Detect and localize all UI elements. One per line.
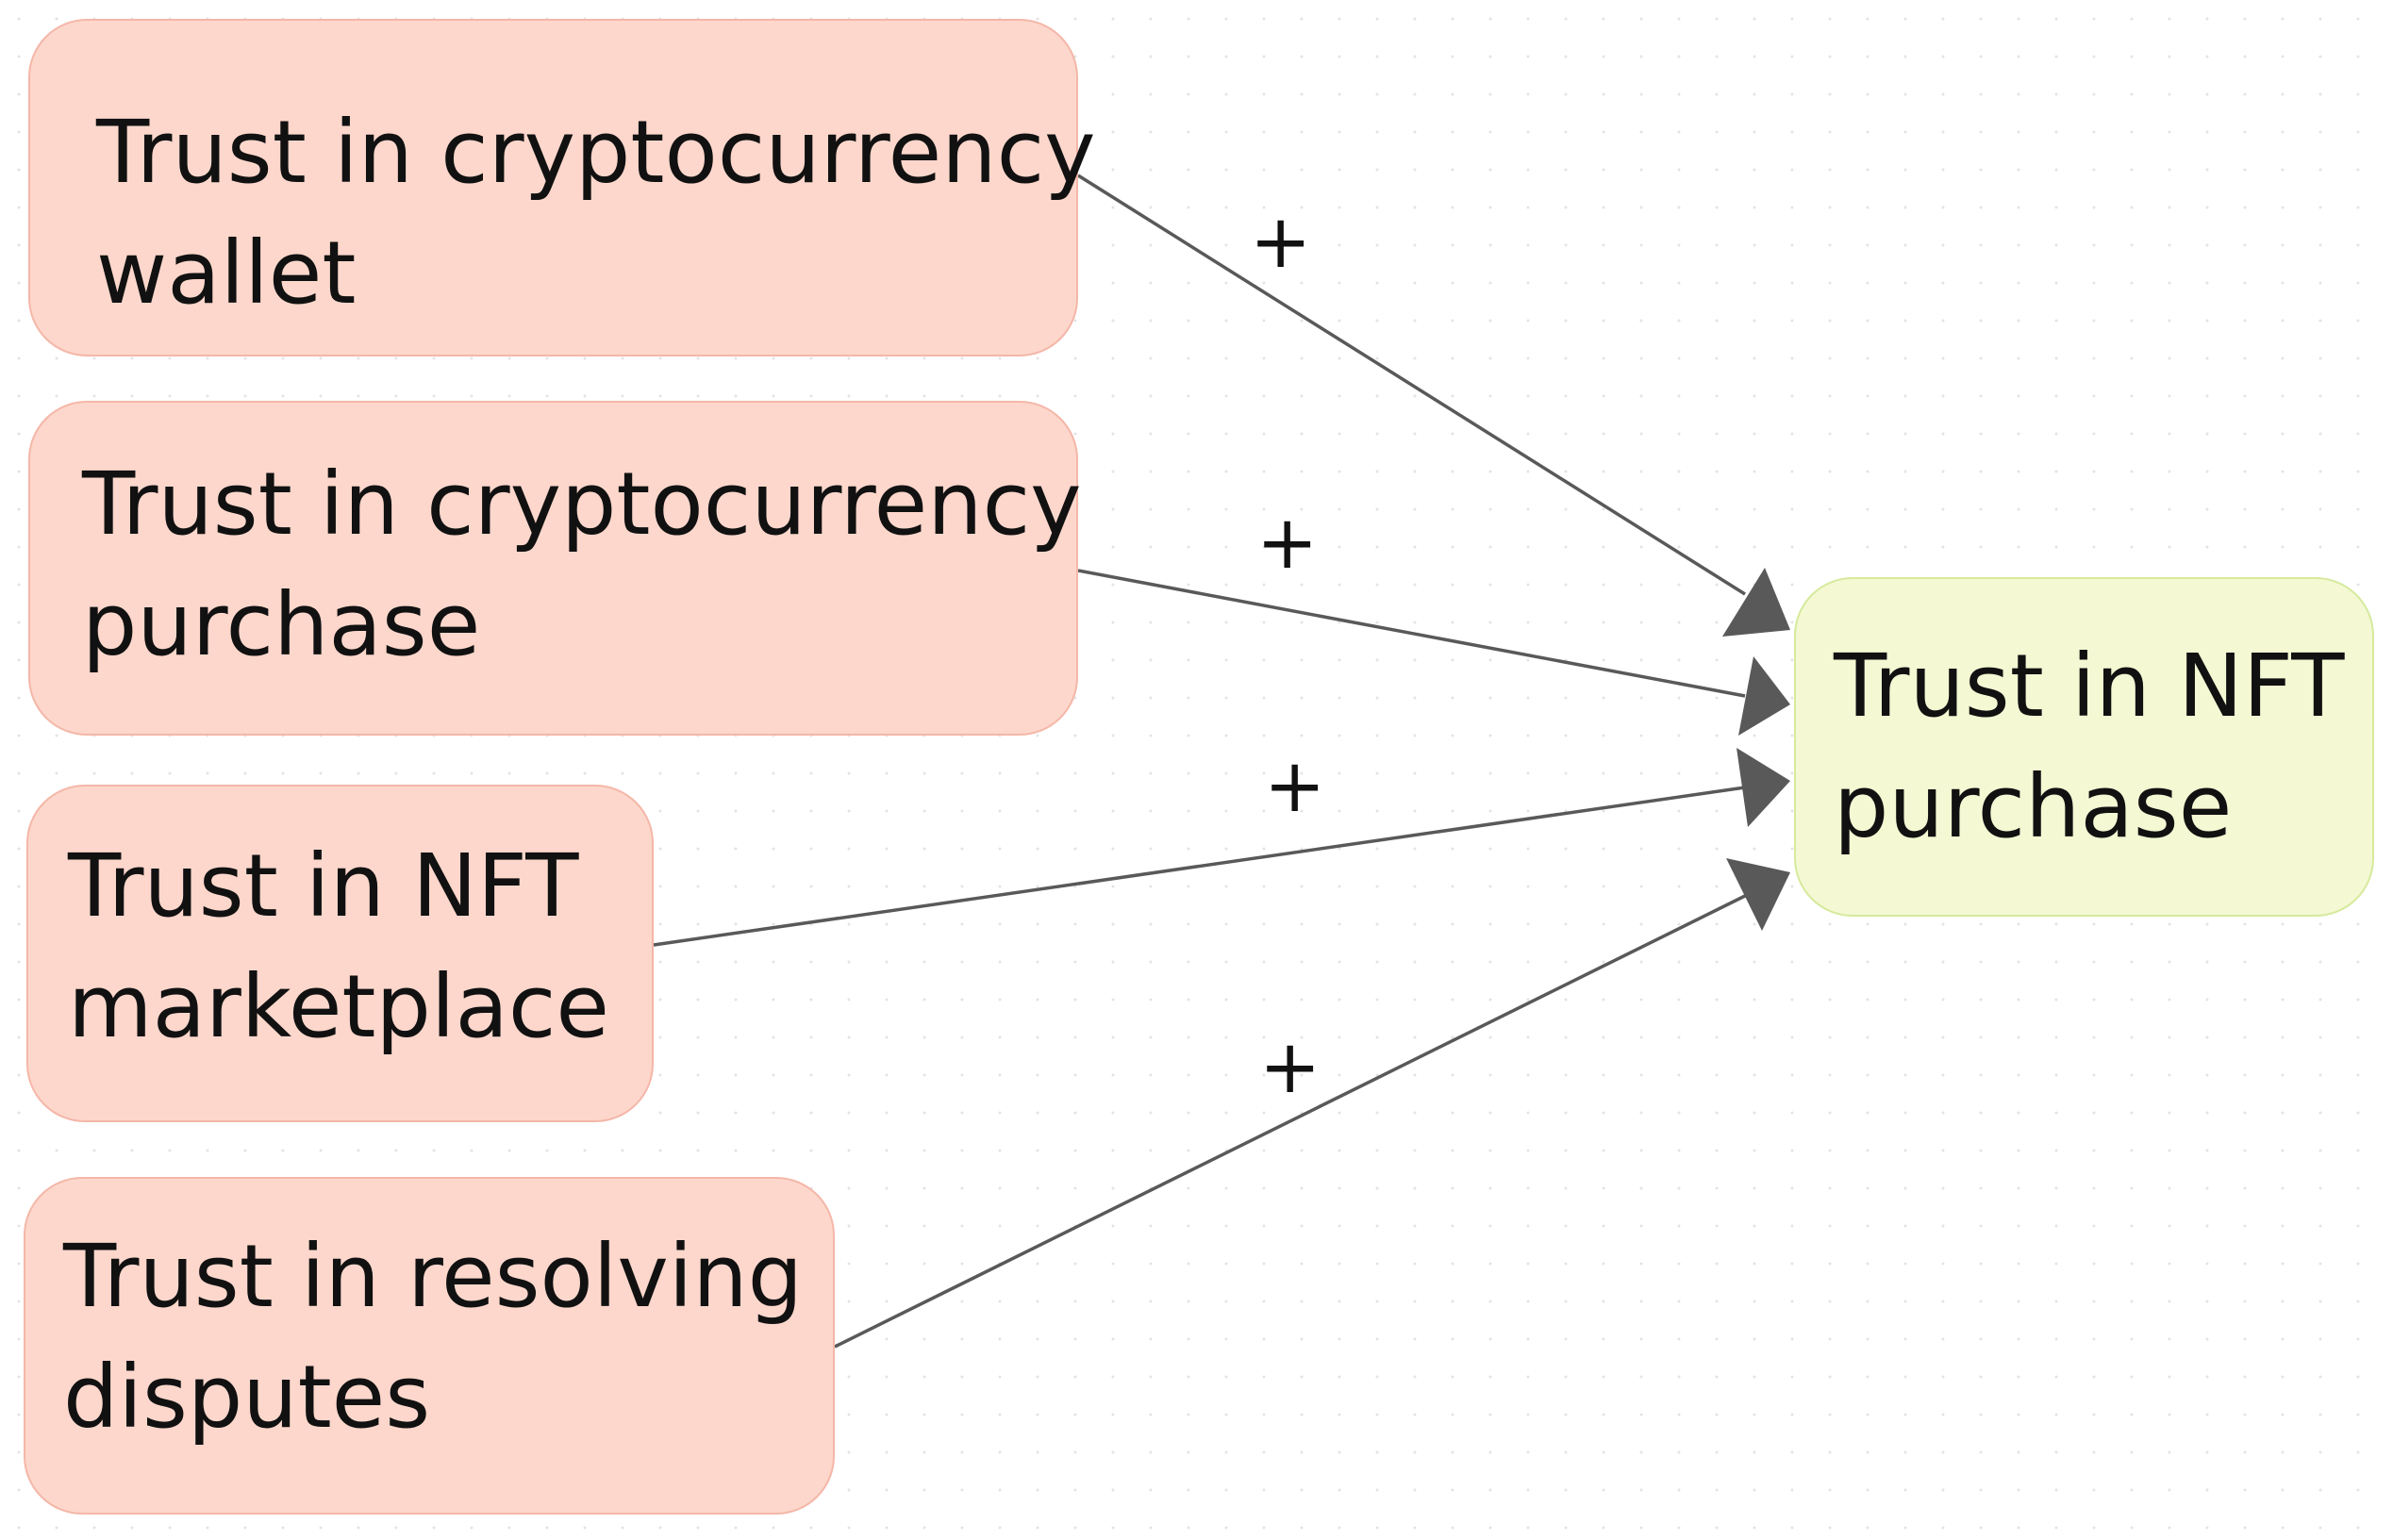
arrowhead-crypto-purchase: [1738, 656, 1790, 736]
arrowhead-wallet: [1722, 568, 1790, 637]
node-label-line-1: Trust in NFT: [68, 836, 579, 936]
edge-sign-wallet: +: [1250, 200, 1312, 285]
node-label-line-2: marketplace: [68, 956, 610, 1057]
edge-disputes-to-nft-purchase: [834, 894, 1746, 1349]
edge-wallet-to-nft-purchase: [1077, 174, 1746, 596]
edge-marketplace-to-nft-purchase: [653, 786, 1746, 947]
node-label-line-1: Trust in NFT: [1834, 636, 2345, 737]
node-label-line-1: Trust in cryptocurrency: [96, 102, 1096, 203]
node-trust-in-resolving-disputes: Trust in resolving disputes: [24, 1177, 835, 1515]
arrowhead-marketplace: [1737, 748, 1790, 827]
edge-crypto-purchase-to-nft-purchase: [1077, 569, 1746, 698]
node-label-line-1: Trust in cryptocurrency: [82, 454, 1082, 555]
node-trust-in-cryptocurrency-purchase: Trust in cryptocurrency purchase: [28, 401, 1082, 736]
edge-sign-disputes: +: [1259, 1025, 1321, 1110]
edge-sign-crypto-purchase: +: [1256, 501, 1319, 586]
node-label-line-2: purchase: [82, 574, 481, 675]
node-trust-in-nft-purchase: Trust in NFT purchase: [1794, 577, 2374, 917]
node-label-line-1: Trust in resolving: [63, 1226, 804, 1327]
arrowhead-disputes: [1726, 858, 1790, 931]
node-label-line-2: purchase: [1834, 756, 2233, 857]
node-trust-in-cryptocurrency-wallet: Trust in cryptocurrency wallet: [28, 19, 1096, 356]
node-label-line-2: wallet: [96, 223, 357, 323]
node-trust-in-nft-marketplace: Trust in NFT marketplace: [26, 785, 654, 1122]
edge-sign-marketplace: +: [1264, 744, 1326, 829]
node-label-line-2: disputes: [63, 1347, 431, 1448]
